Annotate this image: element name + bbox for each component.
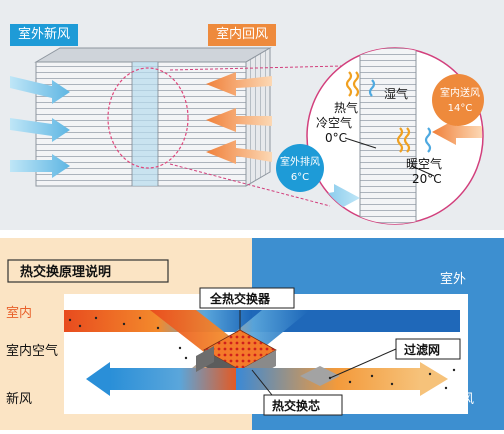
exchanger-cube (34, 47, 272, 187)
zoom-source-marker (107, 67, 189, 169)
return-air-arrows (206, 72, 272, 164)
filter-callout (395, 338, 461, 360)
fresh-air-duct (110, 368, 236, 390)
heat-exchange-principle-panel: 热交换原理说明 (0, 238, 504, 430)
fresh-air-arrow-3 (10, 154, 70, 178)
dust-particles (68, 316, 456, 390)
supply-air-bubble (432, 74, 484, 126)
supply-air-arrow (432, 119, 482, 145)
indoor-air-label: 室内空气 (6, 344, 59, 359)
heat-exchange-core-callout (263, 394, 343, 416)
filter-block (300, 366, 340, 386)
exhaust-label: 排风 (448, 392, 475, 407)
filter-label: 过滤网 (404, 342, 440, 357)
fresh-air-label: 新风 (6, 392, 33, 407)
full-heat-exchanger-label: 全热交换器 (209, 291, 271, 306)
heat-exchange-core-label: 热交换芯 (272, 398, 320, 413)
indoor-label: 室内 (6, 306, 33, 321)
indoor-return-air-tag: 室内回风 (208, 24, 277, 46)
outdoor-air-label: 室外空气 (412, 296, 465, 311)
return-air-arrow-3 (206, 140, 272, 164)
cold-air-temp: 0°C (325, 131, 347, 145)
return-air-arrow-2 (206, 108, 272, 132)
outdoor-label: 室外 (440, 272, 467, 287)
supply-air-temp: 14°C (448, 103, 473, 114)
cold-air-label: 冷空气 (316, 115, 352, 130)
fresh-air-arrowhead (86, 362, 110, 396)
top-diagram-panel: 室内送风 14°C 室外排风 6°C 热气 湿气 冷空气 0°C 暖空气 20°… (0, 0, 504, 230)
full-heat-exchanger-callout (199, 287, 295, 309)
fresh-air-arrows (10, 76, 70, 178)
warm-air-temp: 20°C (412, 172, 442, 186)
supply-air-label: 室内送风 (440, 86, 480, 99)
return-air-arrow-1 (206, 72, 272, 96)
exhaust-air-label: 室外排风 (280, 155, 320, 168)
warm-air-label: 暖空气 (406, 156, 442, 171)
fresh-air-arrow-1 (10, 76, 70, 104)
principle-title: 热交换原理说明 (20, 264, 111, 280)
outdoor-fresh-air-tag: 室外新风 (10, 24, 79, 46)
principle-diagram: 热交换原理说明 (0, 238, 504, 430)
heat-wave-icon (345, 71, 353, 97)
title-box (7, 259, 169, 283)
exhaust-arrowhead (420, 362, 448, 396)
humidity-wave-icon (368, 79, 376, 97)
exhaust-air-bubble (276, 144, 324, 192)
heat-air-label: 热气 (334, 100, 358, 115)
fresh-air-arrow-2 (10, 118, 70, 142)
humid-air-label: 湿气 (384, 86, 408, 101)
exchanger-illustration: 室内送风 14°C 室外排风 6°C 热气 湿气 冷空气 0°C 暖空气 20°… (10, 47, 484, 225)
exhaust-air-temp: 6°C (291, 172, 309, 183)
